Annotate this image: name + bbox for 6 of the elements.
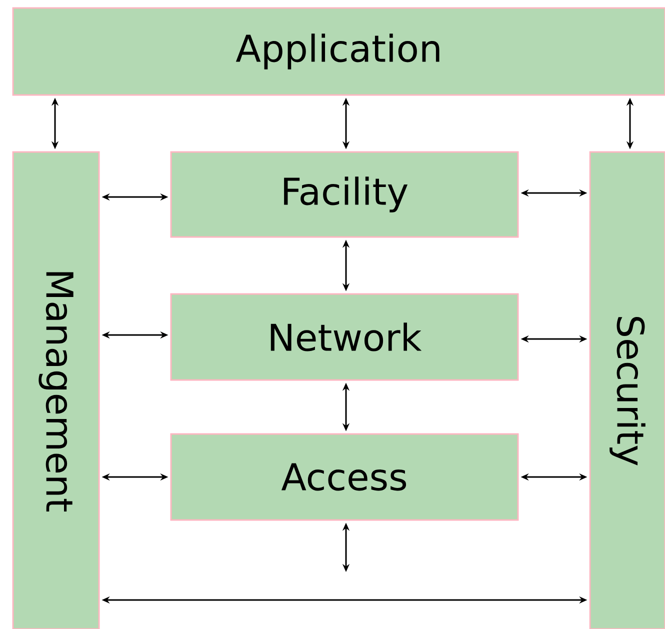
layer-box: Access xyxy=(170,433,519,521)
layer-box: Facility xyxy=(170,151,519,238)
layer-box: Management xyxy=(12,151,100,629)
layer-box: Network xyxy=(170,293,519,381)
layer-box: Security xyxy=(589,151,665,629)
layer-box: Application xyxy=(12,7,665,96)
